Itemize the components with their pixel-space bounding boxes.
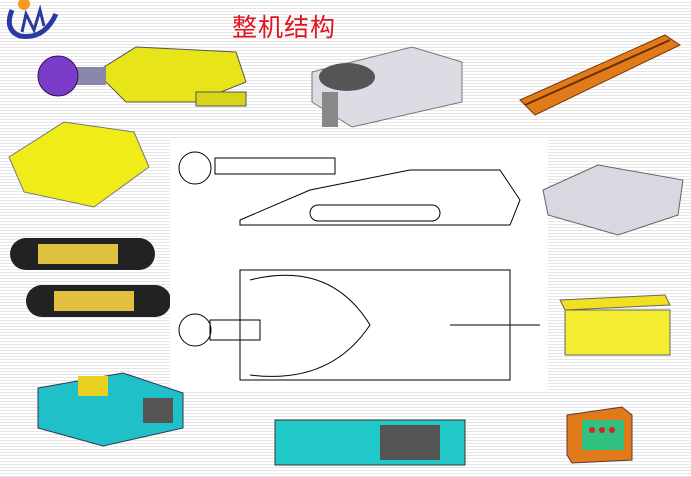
hydraulic-system-image [270, 415, 470, 470]
shovel-plate-image [4, 112, 154, 212]
turret-image [292, 42, 472, 132]
slide-title: 整机结构 [232, 13, 337, 42]
company-logo [4, 0, 62, 40]
frame-image [538, 160, 688, 240]
pump-station-image [33, 368, 188, 448]
general-assembly-drawing [170, 140, 548, 390]
crawler-tracks-image [8, 230, 173, 325]
electric-cabinet-image [555, 290, 675, 360]
control-box-image [562, 405, 637, 465]
conveyor-image [515, 30, 685, 120]
cutting-arm-image [36, 42, 256, 122]
